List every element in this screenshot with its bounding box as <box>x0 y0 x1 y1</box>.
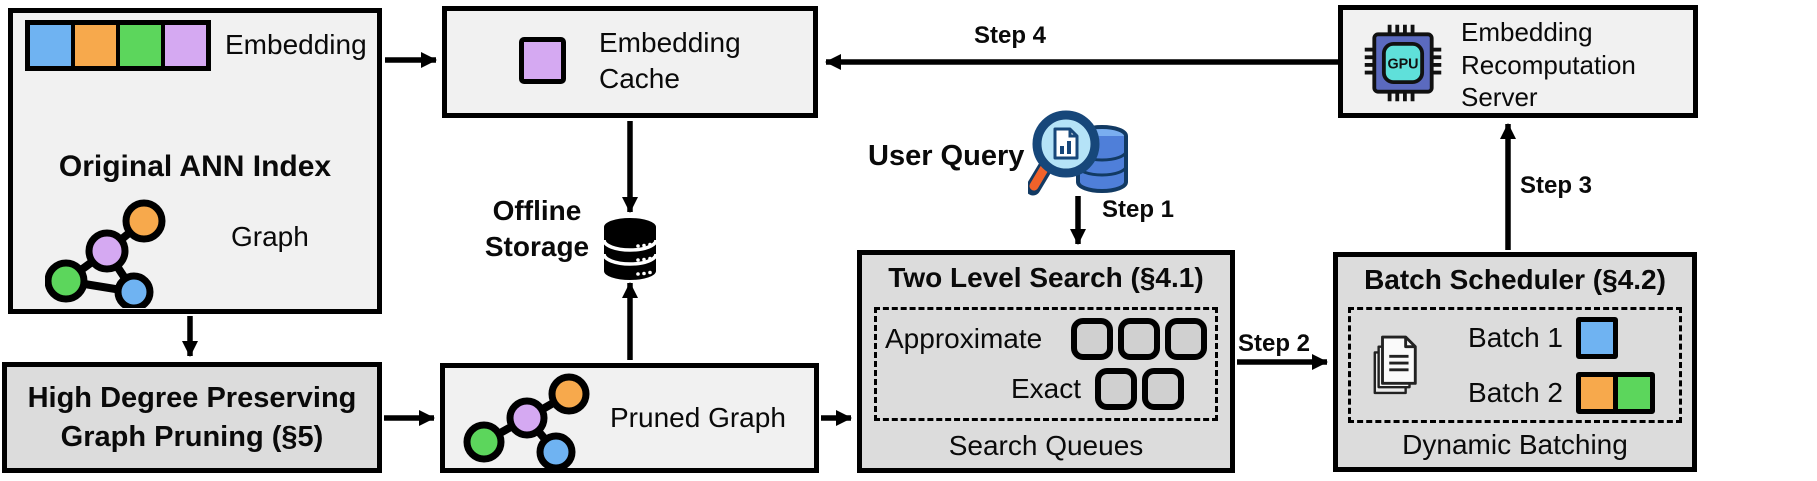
pruned-graph-label: Pruned Graph <box>610 402 786 433</box>
graph-pruning-box: High Degree Preserving Graph Pruning (§5… <box>2 362 382 473</box>
step3-label: Step 3 <box>1520 172 1593 199</box>
queue-cell <box>1165 318 1207 360</box>
magnifier-database-icon <box>1028 110 1128 196</box>
exact-queue-row: Exact <box>885 368 1207 410</box>
batch-rows: Batch 1 Batch 2 <box>1441 310 1673 420</box>
pruned-graph-box: Pruned Graph <box>440 363 819 473</box>
batch-1-row: Batch 1 <box>1441 316 1673 359</box>
approximate-queue-cells <box>1071 318 1207 360</box>
color-cell <box>1576 316 1618 359</box>
embedding-cache-label: Embedding Cache <box>599 27 741 95</box>
recomputation-server-box: GPU Embedding Recomputation Server <box>1338 5 1698 118</box>
database-icon <box>602 218 658 280</box>
two-level-search-title: Two Level Search (§4.1) <box>888 262 1204 293</box>
color-cell <box>1576 371 1618 414</box>
color-cell <box>116 25 161 66</box>
step1-label: Step 1 <box>1102 196 1175 223</box>
original-ann-index-title: Original ANN Index <box>58 150 332 183</box>
original-ann-index-box: Embedding Original ANN Index Graph <box>8 8 382 314</box>
dynamic-batching-panel: Batch 1 Batch 2 <box>1348 307 1682 423</box>
two-level-search-box: Two Level Search (§4.1) Approximate Exac… <box>857 250 1235 473</box>
graph-icon <box>45 199 166 308</box>
queue-cell <box>1142 368 1184 410</box>
step4-label: Step 4 <box>973 22 1047 49</box>
batch-1-cells <box>1576 316 1618 359</box>
pruned-graph-icon <box>463 373 590 470</box>
color-cell <box>519 37 566 84</box>
batch-2-label: Batch 2 <box>1468 376 1563 408</box>
gpu-chip-icon: GPU <box>1364 24 1442 102</box>
color-cell <box>161 25 206 66</box>
dynamic-batching-caption: Dynamic Batching <box>1402 429 1628 460</box>
recomputation-server-label: Embedding Recomputation Server <box>1461 17 1636 112</box>
queue-cell <box>1118 318 1160 360</box>
queue-cell <box>1071 318 1113 360</box>
embedding-label: Embedding <box>225 29 367 60</box>
color-cell <box>30 25 71 66</box>
exact-queue-cells <box>1095 368 1184 410</box>
color-cell <box>1613 371 1655 414</box>
user-query-label: User Query <box>868 140 1025 172</box>
color-cell <box>71 25 116 66</box>
batch-1-label: Batch 1 <box>1468 321 1563 353</box>
queue-cell <box>1095 368 1137 410</box>
approximate-queue-row: Approximate <box>885 318 1207 360</box>
batch-scheduler-title: Batch Scheduler (§4.2) <box>1364 264 1666 295</box>
graph-label: Graph <box>231 221 309 252</box>
graph-pruning-title: High Degree Preserving Graph Pruning (§5… <box>27 382 357 453</box>
gpu-chip-text: GPU <box>1387 57 1418 73</box>
embedding-vector-icon <box>25 20 211 71</box>
cached-embedding-icon <box>519 37 566 84</box>
batch-2-cells <box>1576 371 1655 414</box>
search-queues-caption: Search Queues <box>948 430 1144 461</box>
exact-label: Exact <box>1010 373 1081 404</box>
approximate-label: Approximate <box>885 323 1043 354</box>
offline-storage-label: Offline Storage <box>484 195 590 263</box>
documents-stack-icon <box>1373 335 1417 395</box>
search-queues-panel: Approximate Exact <box>874 307 1218 421</box>
batch-scheduler-box: Batch Scheduler (§4.2) Batch 1 Batch 2 <box>1333 252 1697 472</box>
step2-label: Step 2 <box>1238 330 1311 357</box>
batch-2-row: Batch 2 <box>1441 371 1673 414</box>
embedding-cache-box: Embedding Cache <box>442 6 818 118</box>
